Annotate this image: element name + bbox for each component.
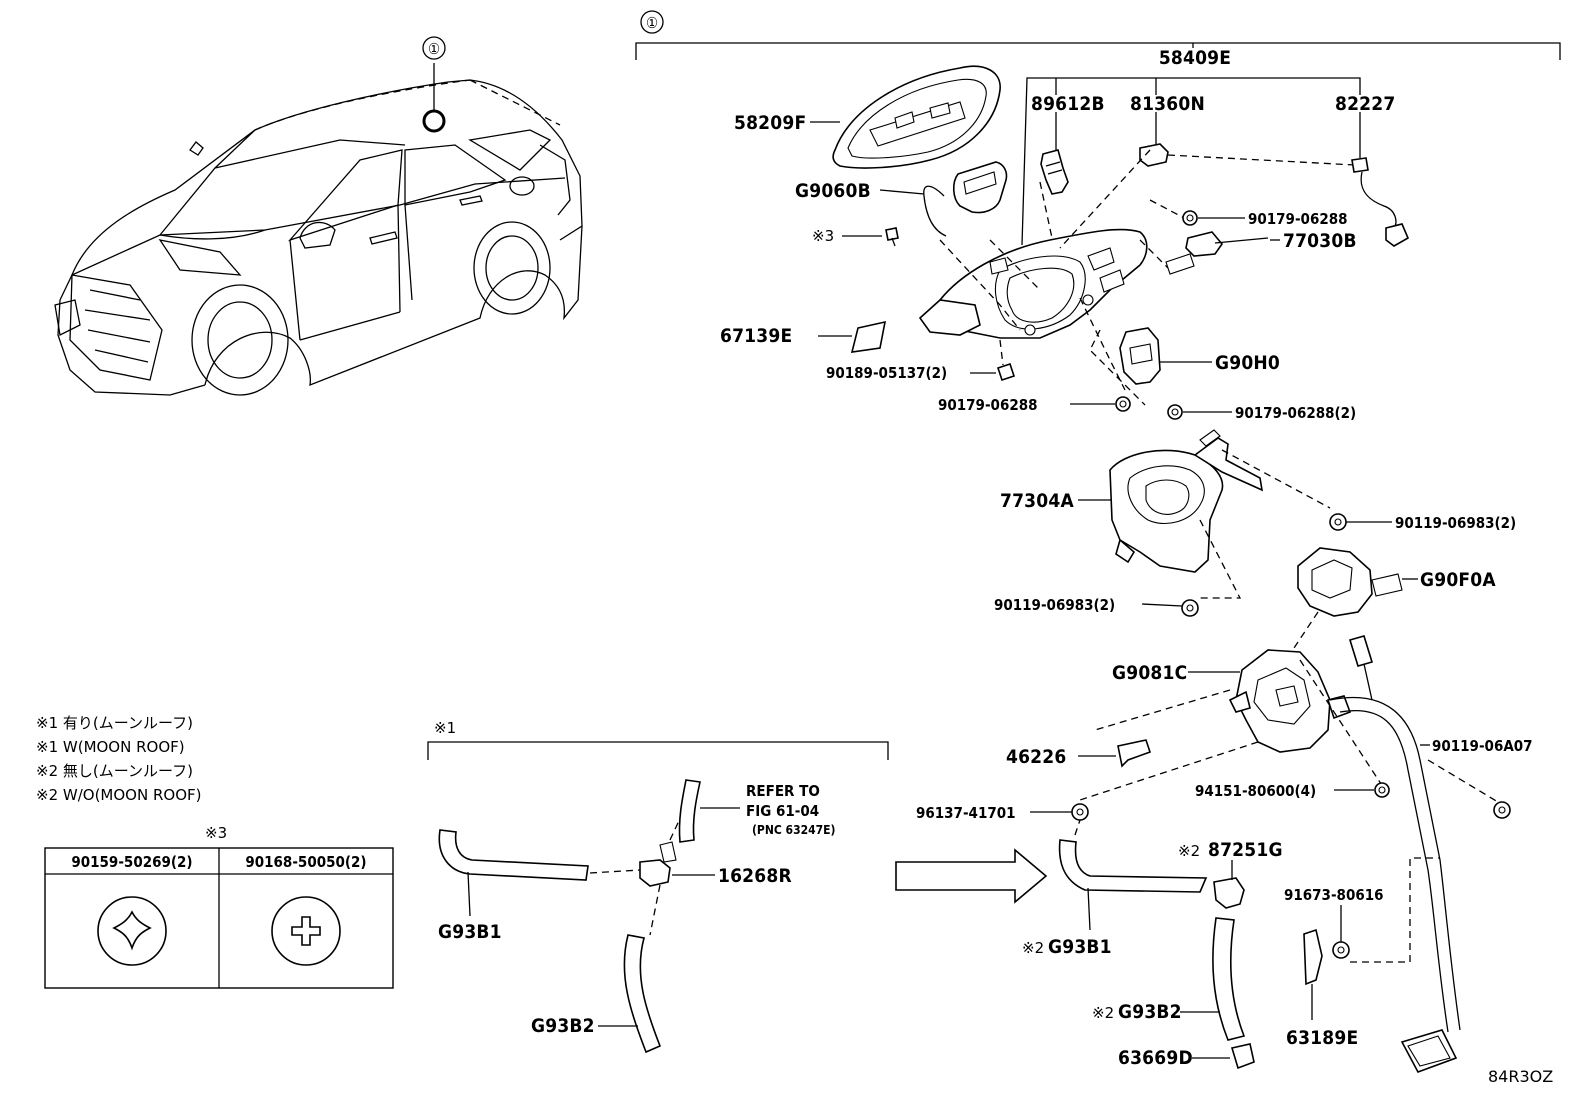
hose-G93B2-right xyxy=(1180,917,1246,1041)
screw-header-1: 90159-50269(2) xyxy=(71,853,192,871)
hose-G93B1-left xyxy=(438,829,641,917)
label-77304A: 77304A xyxy=(1000,490,1074,512)
bolt-91673-80616 xyxy=(1332,857,1440,963)
label-16268R: 16268R xyxy=(718,865,792,887)
label-G90F0A: G90F0A xyxy=(1420,569,1496,591)
svg-text:FIG 61-04: FIG 61-04 xyxy=(746,802,819,820)
label-94151-80600: 94151-80600(4) xyxy=(1195,782,1316,800)
label-63189E: 63189E xyxy=(1286,1027,1358,1049)
assembly-bracket: ① 58409E xyxy=(635,10,1561,246)
bracket-note1 xyxy=(427,741,889,760)
label-90119-06A07: 90119-06A07 xyxy=(1432,737,1533,755)
cap-63669D xyxy=(1192,1043,1255,1070)
label-90189-05137: 90189-05137(2) xyxy=(826,364,947,382)
svg-text:(PNC 63247E): (PNC 63247E) xyxy=(752,823,835,837)
screw-table-title: ※3 xyxy=(205,824,227,842)
clip-46226 xyxy=(1078,739,1152,768)
label-89612B: 89612B xyxy=(1031,93,1105,115)
label-46226: 46226 xyxy=(1006,746,1066,768)
direction-arrow xyxy=(895,848,1048,904)
bolt-90119-06A07 xyxy=(1420,744,1511,819)
vehicle-illustration xyxy=(54,63,583,396)
label-58409E: 58409E xyxy=(1159,47,1231,69)
figure-code: 84R3OZ xyxy=(1488,1067,1553,1086)
svg-text:①: ① xyxy=(428,40,440,58)
label-G93B1-right: G93B1 xyxy=(1048,936,1112,958)
bracket-63189E xyxy=(1303,928,1323,1020)
label-G9081C: G9081C xyxy=(1112,662,1187,684)
label-81360N: 81360N xyxy=(1130,93,1205,115)
clip-81360N xyxy=(1139,112,1169,167)
label-67139E: 67139E xyxy=(720,325,792,347)
valve-87251G xyxy=(1213,860,1245,909)
fuel-lid-58209F xyxy=(810,65,1001,169)
svg-text:REFER TO: REFER TO xyxy=(746,782,820,800)
label-G93B2-right-mark: ※2 xyxy=(1092,1004,1114,1022)
cable-G9060B xyxy=(879,161,1008,237)
nut-90179-06288-pair xyxy=(1167,404,1232,420)
label-87251G-mark: ※2 xyxy=(1178,842,1200,860)
screw-table: ※3 90159-50269(2) 90168-50050(2) xyxy=(44,824,394,989)
screw-note3 xyxy=(842,227,899,247)
label-G90H0: G90H0 xyxy=(1215,352,1280,374)
label-82227: 82227 xyxy=(1335,93,1395,115)
sensor-89612B xyxy=(1040,112,1069,195)
valve-G9081C xyxy=(1188,635,1461,1073)
label-G93B1-right-mark: ※2 xyxy=(1022,939,1044,957)
tape-67139E xyxy=(818,320,887,353)
harness-82227 xyxy=(1167,112,1410,247)
lid-housing xyxy=(918,228,1148,339)
label-90119-06983-top: 90119-06983(2) xyxy=(1395,514,1516,532)
notes-legend: ※1 有り(ムーンルーフ) ※1 W(MOON ROOF) ※2 無し(ムーンル… xyxy=(36,714,201,804)
bracket-77304A xyxy=(1078,429,1264,573)
label-G9060B: G9060B xyxy=(795,180,871,202)
nut-90179-06288-top xyxy=(1182,210,1245,226)
callout-vehicle: ① xyxy=(422,36,446,60)
hose-refer-top xyxy=(678,779,740,843)
motor-G90F0A xyxy=(1297,547,1418,617)
actuator-G90H0 xyxy=(1119,327,1212,385)
label-96137-41701: 96137-41701 xyxy=(916,804,1016,822)
label-90179-06288-pair: 90179-06288(2) xyxy=(1235,404,1356,422)
label-91673-80616: 91673-80616 xyxy=(1284,886,1384,904)
label-G93B2-left: G93B2 xyxy=(531,1015,595,1037)
hose-G93B2-left xyxy=(598,934,662,1054)
svg-text:①: ① xyxy=(646,14,658,32)
label-90179-06288-top: 90179-06288 xyxy=(1248,210,1348,228)
connector-16268R xyxy=(639,809,715,936)
label-90179-06288-mid: 90179-06288 xyxy=(938,396,1038,414)
note-line-4: ※2 W/O(MOON ROOF) xyxy=(36,786,201,804)
actuator-77030B xyxy=(1165,231,1280,275)
label-77030B: 77030B xyxy=(1283,230,1357,252)
label-87251G: 87251G xyxy=(1208,839,1283,861)
note-line-1: ※1 有り(ムーンルーフ) xyxy=(36,714,193,732)
clip-90189-05137 xyxy=(970,362,1016,382)
bolt-90119-06983-bottom xyxy=(1141,599,1199,617)
label-58209F: 58209F xyxy=(734,112,806,134)
nut-90179-06288-mid xyxy=(1070,396,1131,412)
label-90119-06983-bottom: 90119-06983(2) xyxy=(994,596,1115,614)
label-note3-screw: ※3 xyxy=(812,227,834,245)
screw-header-2: 90168-50050(2) xyxy=(245,853,366,871)
note-line-3: ※2 無し(ムーンルーフ) xyxy=(36,762,193,780)
label-G93B1-left: G93B1 xyxy=(438,921,502,943)
clamp-96137-41701 xyxy=(1030,803,1089,821)
bolt-90119-06983-top xyxy=(1329,513,1392,531)
label-G93B2-right: G93B2 xyxy=(1118,1001,1182,1023)
label-63669D: 63669D xyxy=(1118,1047,1193,1069)
nut-94151-80600 xyxy=(1334,782,1390,798)
note-line-2: ※1 W(MOON ROOF) xyxy=(36,738,185,756)
hose-G93B1-right xyxy=(1058,839,1208,931)
label-bracket-note1: ※1 xyxy=(434,719,456,737)
refer-note: REFER TO FIG 61-04 (PNC 63247E) xyxy=(746,782,835,837)
